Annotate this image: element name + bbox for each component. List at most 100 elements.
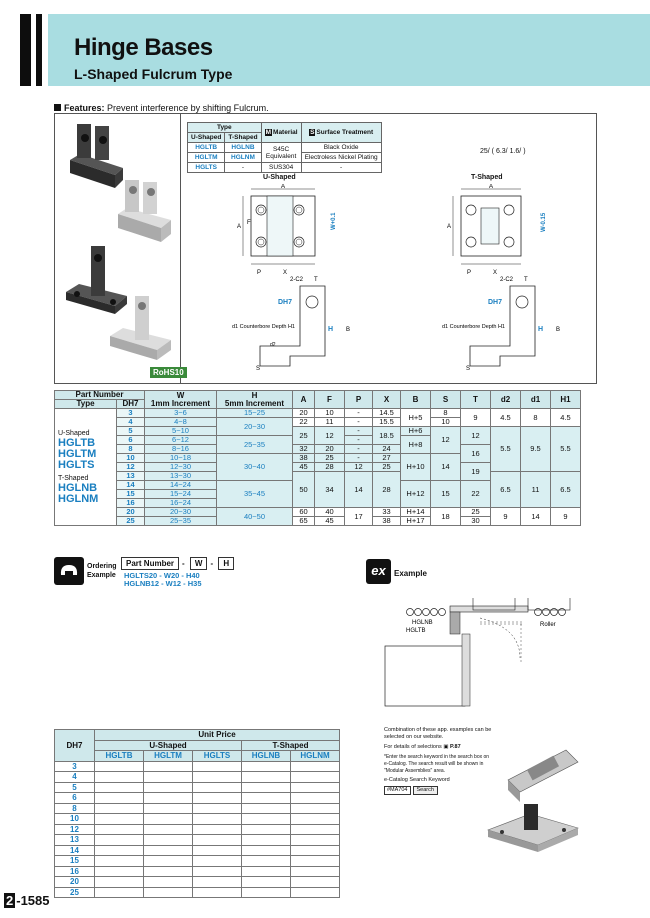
price-cell	[192, 834, 242, 846]
th-d1: d1	[520, 390, 551, 409]
price-dh7: 13	[54, 834, 95, 846]
th-t-shaped: T-Shaped	[224, 132, 262, 143]
th-w-label: W	[176, 390, 185, 400]
price-cell	[143, 813, 193, 825]
price-cell	[192, 813, 242, 825]
cell-p: 17	[344, 507, 373, 526]
chapter-number: 2	[4, 893, 16, 908]
surface-roughness-symbol: 25/ ( 6.3/ 1.6/ )	[480, 148, 526, 155]
price-row: 6	[54, 792, 340, 804]
ordering-label-2: Example	[87, 572, 116, 579]
photo-silver-t-hinge	[110, 296, 171, 360]
price-cell	[143, 855, 193, 867]
dim-p: P	[257, 270, 261, 276]
cell-d1: 14	[520, 507, 551, 526]
search-keyword: #MA704	[384, 786, 411, 795]
pn-sep: -	[182, 559, 185, 568]
example-icon: ex	[366, 559, 391, 584]
price-cell	[290, 813, 340, 825]
price-cell	[290, 802, 340, 814]
cell-p: 14	[344, 471, 373, 508]
dim-a-vert: A	[447, 224, 451, 230]
dim-dh7: DH7	[488, 299, 502, 306]
cell-d1: 9.5	[520, 426, 551, 472]
page-num: -1585	[16, 893, 50, 908]
type-code: HGLNB	[58, 481, 98, 494]
price-cell	[94, 802, 144, 814]
price-cell	[290, 771, 340, 783]
price-cell	[241, 802, 291, 814]
cell-h: 30~40	[216, 453, 293, 481]
price-cell	[192, 781, 242, 793]
price-cell	[290, 876, 340, 888]
cell-h: 25~35	[216, 435, 293, 454]
price-row: 5	[54, 781, 340, 793]
price-cell	[290, 886, 340, 898]
search-button[interactable]: Search	[412, 786, 438, 795]
type-cell: HGLTB	[186, 142, 226, 153]
page-number: 2-1585	[4, 893, 49, 908]
label-roller: Roller	[540, 622, 556, 628]
price-cell	[94, 834, 144, 846]
price-row: 4	[54, 771, 340, 783]
dim-chamfer: 2-C2	[500, 277, 514, 283]
cell-h1: 4.5	[550, 408, 581, 427]
price-dh7: 25	[54, 886, 95, 898]
price-row: 25	[54, 886, 340, 898]
cell-f: 34	[314, 471, 345, 508]
cell-t: 16	[460, 444, 491, 463]
th-b: B	[400, 390, 431, 409]
th-code: HGLTS	[192, 750, 242, 762]
application-example-drawing: HGLNB HGLTB Roller	[384, 598, 571, 707]
dim-s: S	[256, 366, 260, 372]
cell-b: H+12	[400, 480, 431, 508]
dim-counterbore: d1 Counterbore Depth H1	[232, 324, 295, 330]
th-a: A	[292, 390, 315, 409]
price-cell	[143, 781, 193, 793]
drawing-title-t: T-Shaped	[471, 174, 503, 181]
bullet-square-icon	[54, 104, 61, 111]
th-t: T	[460, 390, 491, 409]
price-cell	[143, 823, 193, 835]
cell-h: 40~50	[216, 507, 293, 526]
cell-x: 18.5	[372, 426, 401, 445]
ordering-examples: HGLTS20 - W20 - H40 HGLNB12 - W12 - H35	[124, 572, 202, 588]
price-row: 13	[54, 834, 340, 846]
price-dh7: 5	[54, 781, 95, 793]
price-cell	[290, 844, 340, 856]
cell-f: 12	[314, 426, 345, 445]
dim-counterbore: d1 Counterbore Depth H1	[442, 324, 505, 330]
type-cell: -	[224, 162, 262, 173]
header-band	[48, 14, 650, 86]
cell-d2: 6.5	[490, 471, 521, 508]
dim-h: H	[328, 326, 333, 333]
w-box: W	[189, 557, 208, 570]
pn-box: Part Number	[121, 557, 180, 570]
pn-sep: -	[210, 559, 214, 568]
photo-silver-u-hinge	[118, 180, 171, 242]
price-cell	[241, 886, 291, 898]
price-cell	[192, 823, 242, 835]
type-cell: HGLNB	[224, 142, 262, 153]
price-cell	[143, 886, 193, 898]
cell-f: 45	[314, 516, 345, 526]
page-subtitle: L-Shaped Fulcrum Type	[74, 66, 233, 82]
dim-chamfer: 2-C2	[290, 277, 304, 283]
dim-b: B	[556, 327, 560, 333]
price-dh7: 20	[54, 876, 95, 888]
cell-t: 9	[460, 408, 491, 427]
price-dh7: 16	[54, 865, 95, 877]
type-cell: HGLNM	[224, 152, 262, 163]
product-photos: RoHS10	[55, 114, 187, 383]
promo-box: Combination of these app. examples can b…	[384, 727, 494, 795]
th-unit-price: Unit Price	[94, 729, 340, 741]
price-cell	[241, 760, 291, 772]
price-dh7: 3	[54, 760, 95, 772]
type-cell: HGLTS	[186, 162, 226, 173]
price-cell	[192, 771, 242, 783]
features-text: Prevent interference by shifting Fulcrum…	[107, 103, 269, 113]
price-cell	[290, 865, 340, 877]
